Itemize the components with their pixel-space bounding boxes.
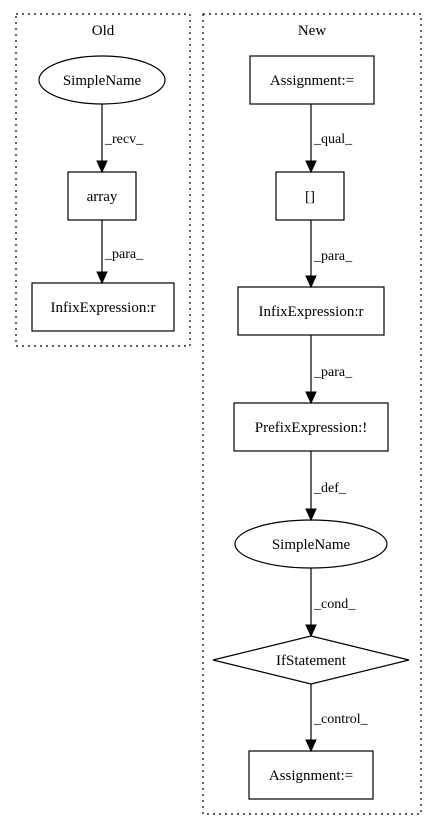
edge-old-recv-label: _recv_ xyxy=(104,132,144,147)
edge-new-control-label: _control_ xyxy=(313,712,369,727)
edge-new-qual-label: _qual_ xyxy=(313,132,353,147)
node-old-simplename: SimpleName xyxy=(38,55,166,105)
node-new-simplename-label: SimpleName xyxy=(272,537,351,553)
node-new-brackets-label: [] xyxy=(305,189,315,205)
edge-new-para-2: _para_ xyxy=(305,335,353,405)
node-new-infix-label: InfixExpression:r xyxy=(259,304,364,320)
node-old-infix: InfixExpression:r xyxy=(31,282,175,332)
node-old-infix-label: InfixExpression:r xyxy=(51,300,156,316)
edge-old-recv: _recv_ xyxy=(96,104,144,174)
edge-new-para-2-label: _para_ xyxy=(313,365,353,380)
edge-new-def-label: _def_ xyxy=(313,481,347,496)
node-new-brackets: [] xyxy=(275,171,345,221)
edge-new-qual: _qual_ xyxy=(305,104,353,174)
node-new-if-label: IfStatement xyxy=(276,653,347,669)
edge-new-def: _def_ xyxy=(305,451,347,522)
cluster-old-label: Old xyxy=(92,23,115,39)
cluster-new: New xyxy=(202,13,422,815)
edge-new-para-1: _para_ xyxy=(305,220,353,289)
node-new-simplename: SimpleName xyxy=(234,519,388,569)
node-new-assignment-bottom-label: Assignment:= xyxy=(269,768,353,784)
node-new-prefix: PrefixExpression:! xyxy=(233,402,389,452)
node-new-assignment-top: Assignment:= xyxy=(249,55,375,105)
edge-old-para: _para_ xyxy=(96,220,144,285)
node-new-if: IfStatement xyxy=(212,635,410,685)
node-old-array-label: array xyxy=(87,189,118,205)
node-old-array: array xyxy=(67,171,137,221)
edge-new-cond-label: _cond_ xyxy=(313,597,356,612)
cluster-old: Old xyxy=(15,13,191,347)
node-old-simplename-label: SimpleName xyxy=(63,73,142,89)
edge-old-para-label: _para_ xyxy=(104,247,144,262)
edge-new-cond: _cond_ xyxy=(305,568,356,638)
node-new-assignment-top-label: Assignment:= xyxy=(270,73,354,89)
node-new-assignment-bottom: Assignment:= xyxy=(248,750,374,800)
edge-new-para-1-label: _para_ xyxy=(313,249,353,264)
edge-new-control: _control_ xyxy=(305,684,369,753)
node-new-prefix-label: PrefixExpression:! xyxy=(255,420,367,436)
cluster-new-label: New xyxy=(298,23,326,39)
node-new-infix: InfixExpression:r xyxy=(237,286,385,336)
